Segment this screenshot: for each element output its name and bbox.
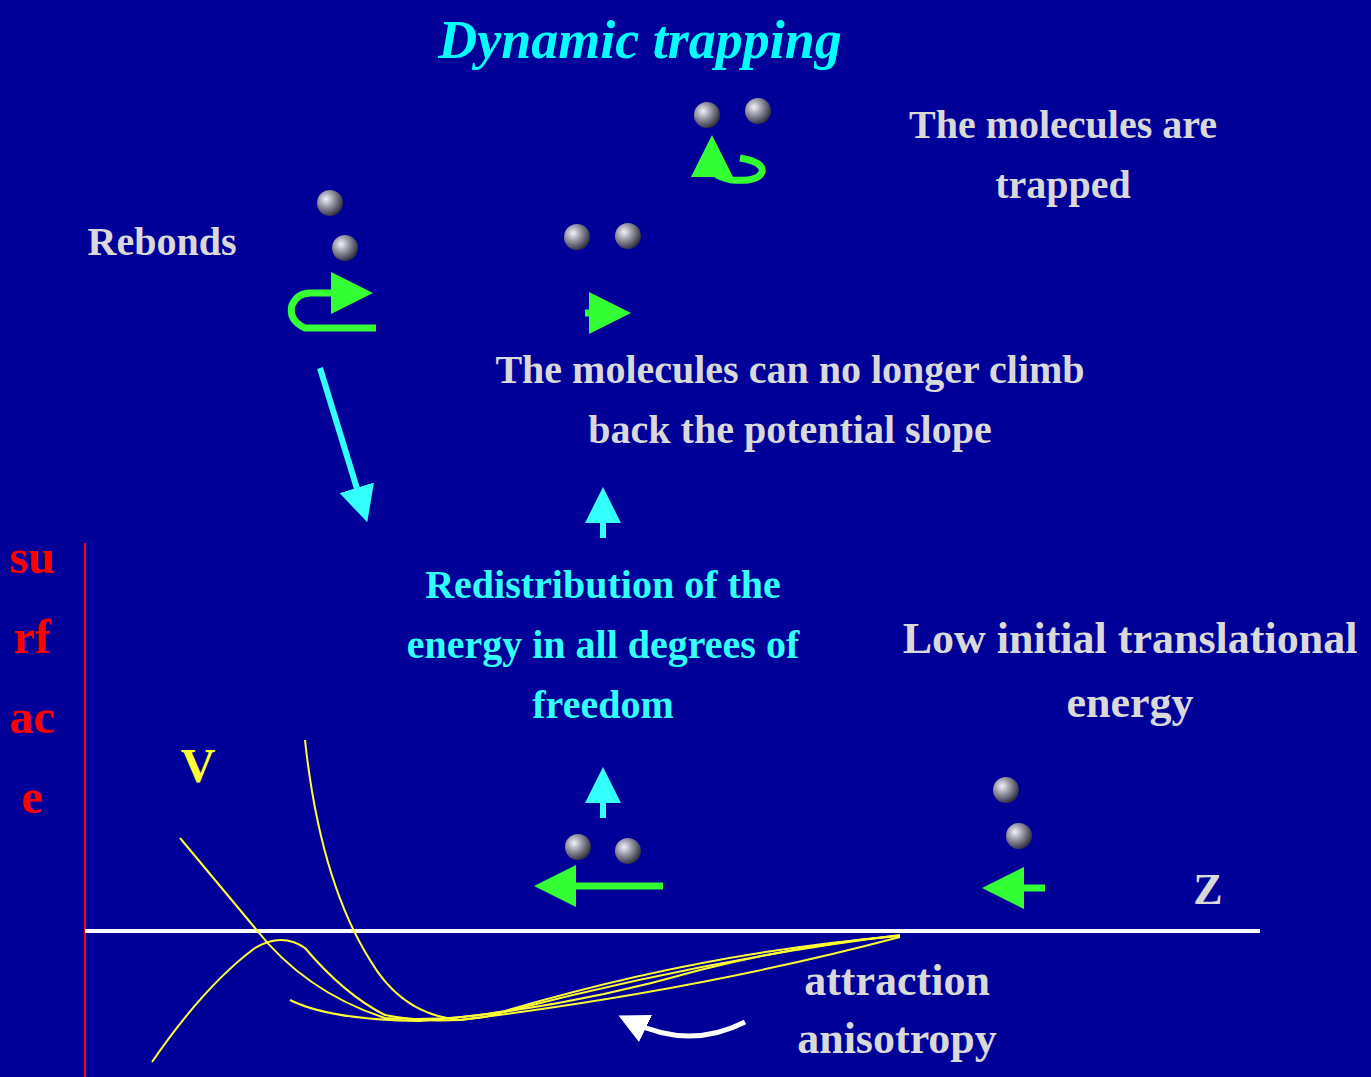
motion-arrows: [291, 156, 1045, 888]
surface-label: surface: [8, 517, 56, 837]
state-note: The molecules can no longer climb back t…: [460, 340, 1120, 460]
state-note: Rebonds: [88, 212, 237, 272]
surface-line: [84, 543, 86, 1077]
z-axis: [85, 929, 1260, 933]
title: Dynamic trapping: [438, 10, 842, 70]
curve-note: attraction anisotropy: [767, 952, 1027, 1068]
axis-label: V: [181, 736, 216, 796]
axis-label: Z: [1193, 860, 1222, 920]
process-note: Redistribution of the energy in all degr…: [393, 555, 813, 735]
state-note: The molecules are trapped: [853, 95, 1273, 215]
pointer-arrow: [632, 1022, 745, 1036]
state-note: Low initial translational energy: [895, 607, 1365, 735]
molecules: [317, 98, 1032, 864]
potential-curves: [152, 740, 900, 1062]
